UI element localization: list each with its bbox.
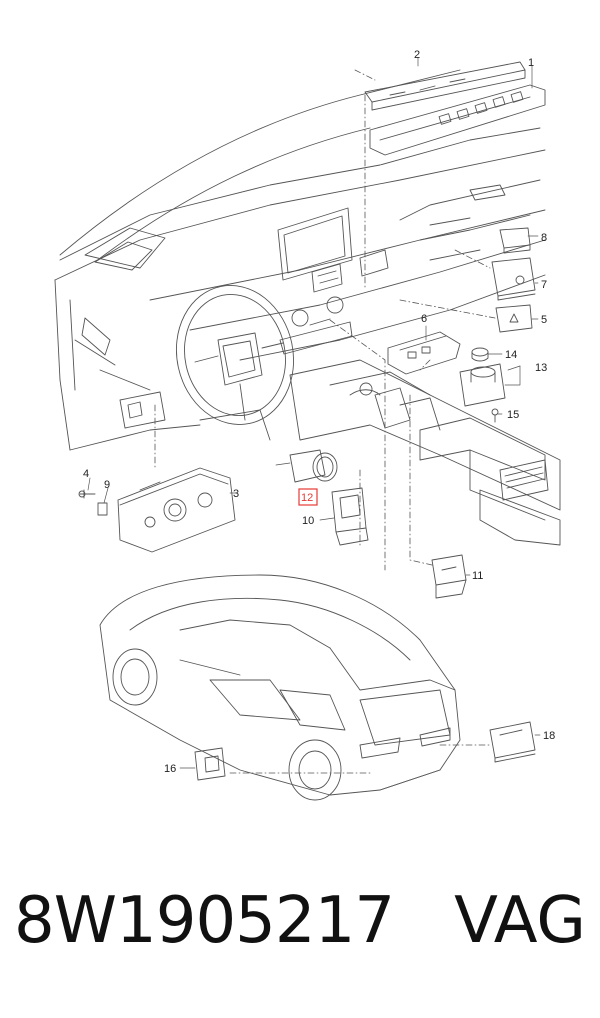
leader-lines	[154, 69, 496, 774]
leader-lines-solid	[87, 57, 541, 769]
part-12-start-stop-button	[289, 449, 338, 483]
callout-10: 10	[302, 515, 314, 527]
callout-13: 13	[535, 362, 547, 374]
parts-diagram: 1 2 3 4 5 6 7 8 9 10 11 12 13 14 15 16 1…	[54, 49, 561, 801]
part-6-switch	[387, 331, 461, 375]
callout-4: 4	[83, 468, 89, 480]
part-2-trim-strip	[364, 61, 526, 111]
part-15-screw	[491, 408, 499, 423]
callout-16: 16	[164, 763, 176, 775]
part-4-screw	[78, 489, 96, 499]
part-5-hazard-switch	[495, 304, 533, 333]
part-1-switch-panel	[369, 84, 546, 156]
part-7-switch	[491, 257, 536, 301]
callout-9: 9	[104, 479, 110, 491]
callout-2: 2	[414, 49, 420, 61]
part-10-switch	[331, 487, 369, 546]
brand-label: VAG	[454, 884, 586, 958]
part-9-clip	[97, 502, 108, 516]
part-13-rotary-control	[459, 363, 506, 407]
callout-14: 14	[505, 349, 517, 361]
callout-6: 6	[421, 313, 427, 325]
callout-8: 8	[541, 232, 547, 244]
callout-12: 12	[301, 492, 313, 504]
part-3-light-switch	[117, 467, 236, 553]
part-16-switch	[194, 747, 226, 781]
part-14-knob	[471, 347, 489, 362]
callout-11: 11	[472, 570, 483, 582]
callout-12-highlight-box	[298, 488, 318, 506]
part-18-switch	[489, 721, 536, 763]
callout-7: 7	[541, 279, 547, 291]
callout-18: 18	[543, 730, 555, 742]
callout-15: 15	[507, 409, 519, 421]
dashboard-illustration	[54, 69, 561, 546]
part-8-switch	[499, 227, 531, 254]
callout-5: 5	[541, 314, 547, 326]
part-11-switch	[431, 554, 467, 599]
car-illustration	[99, 574, 461, 801]
part-number: 8W1905217	[14, 884, 395, 958]
callout-3: 3	[233, 488, 239, 500]
callout-1: 1	[528, 57, 534, 69]
